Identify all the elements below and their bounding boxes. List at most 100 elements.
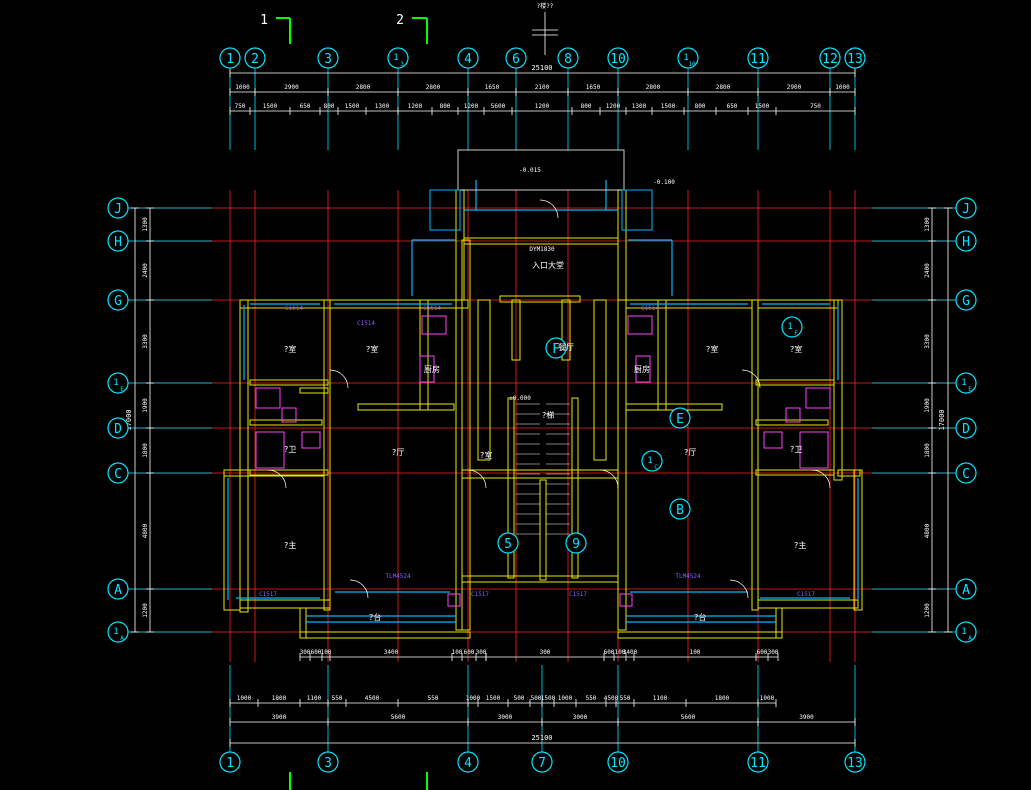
wall-segment bbox=[657, 299, 667, 411]
axis-bubble-top-circle bbox=[387, 47, 409, 69]
left-dim-text: 1300 bbox=[142, 217, 149, 232]
wall-segment bbox=[617, 299, 627, 631]
bottom-dim-row1-text: 1800 bbox=[272, 695, 287, 702]
wall-segment bbox=[539, 479, 547, 581]
bottom-dim-row1-text: 500 bbox=[514, 695, 525, 702]
axis-bubble-bottom-label: 4 bbox=[464, 756, 472, 771]
top-dim-row2-text: 5600 bbox=[491, 103, 506, 110]
axis-bubble-plan-circle bbox=[641, 450, 663, 472]
room-label: ?室 bbox=[706, 344, 719, 354]
bottom-dim-row3-left-text: 3400 bbox=[384, 649, 399, 656]
bottom-dim-row1-text: 1500 bbox=[541, 695, 556, 702]
door-swing bbox=[811, 469, 831, 489]
bottom-dim-row3-left-text: 600 bbox=[464, 649, 475, 656]
axis-bubble-left-label: 1 bbox=[113, 378, 118, 388]
top-dim-row2-text: 1300 bbox=[632, 103, 647, 110]
door-swing bbox=[599, 469, 619, 489]
top-dim-row1-text: 2100 bbox=[535, 84, 550, 91]
axis-bubble-plan-sub: F bbox=[794, 330, 798, 337]
bottom-dim-row3-left-text: 300 bbox=[476, 649, 487, 656]
right-dim-text: 1300 bbox=[924, 217, 931, 232]
wall-segment bbox=[477, 299, 491, 461]
axis-bubble-right-circle bbox=[955, 462, 977, 484]
wall-segment bbox=[837, 469, 861, 477]
axis-bubble-right-label: A bbox=[962, 583, 970, 598]
top-dim-row1-text: 2900 bbox=[787, 84, 802, 91]
room-label: 餐厅 bbox=[558, 343, 574, 352]
wall-segment bbox=[571, 397, 579, 579]
door-swing bbox=[467, 469, 487, 489]
bottom-dim-row2-text: 3900 bbox=[799, 714, 814, 721]
bottom-dim-row3-left-text: 600 bbox=[311, 649, 322, 656]
top-dim-row1-text: 2800 bbox=[356, 84, 371, 91]
bottom-dim-row1-text: 4500 bbox=[604, 695, 619, 702]
top-dim-row2-text: 800 bbox=[324, 103, 335, 110]
axis-bubble-right-circle bbox=[955, 372, 977, 394]
axis-bubble-left-circle bbox=[107, 289, 129, 311]
plumbing-fixture bbox=[785, 407, 801, 423]
wall-segment bbox=[755, 379, 835, 386]
axis-bubble-top-circle bbox=[244, 47, 266, 69]
axis-bubble-top-circle bbox=[677, 47, 699, 69]
room-label: ?台 bbox=[369, 612, 382, 622]
axis-bubble-top-label: 2 bbox=[251, 52, 259, 67]
bottom-dim-row1-text: 1100 bbox=[653, 695, 668, 702]
wall-segment bbox=[507, 397, 515, 579]
room-label: ?梯 bbox=[542, 410, 555, 420]
axis-bubble-left-label: A bbox=[114, 583, 122, 598]
axis-bubble-top-sub: 10 bbox=[688, 61, 696, 68]
axis-bubble-right-circle bbox=[955, 197, 977, 219]
axis-bubble-left-circle bbox=[107, 417, 129, 439]
plumbing-fixture bbox=[763, 431, 783, 449]
top-dim-row1-text: 2900 bbox=[284, 84, 299, 91]
top-dim-row2-text: 750 bbox=[235, 103, 246, 110]
wall-segment bbox=[755, 469, 835, 476]
axis-bubble-top-circle bbox=[844, 47, 866, 69]
bottom-dim-row2-text: 5600 bbox=[681, 714, 696, 721]
axis-bubble-top-circle bbox=[607, 47, 629, 69]
bottom-dim-row3-left-text: 300 bbox=[300, 649, 311, 656]
axis-bubble-bottom-label: 13 bbox=[847, 756, 863, 771]
axis-bubble-left-label: J bbox=[114, 202, 122, 217]
wall-segment bbox=[755, 419, 829, 426]
bottom-dim-row1-text: 1000 bbox=[466, 695, 481, 702]
door-swing bbox=[349, 579, 369, 599]
left-dim-text: 1800 bbox=[142, 443, 149, 458]
room-label: ?卫 bbox=[790, 445, 803, 454]
axis-bubble-bottom-label: 1 bbox=[226, 756, 234, 771]
axis-bubble-plan-label: 1 bbox=[647, 456, 652, 466]
axis-bubble-plan-label: F bbox=[552, 342, 560, 357]
plumbing-fixture bbox=[805, 387, 831, 409]
axis-bubble-bottom-circle bbox=[607, 751, 629, 773]
axis-bubble-top-circle bbox=[505, 47, 527, 69]
bottom-dim-row1-text: 1800 bbox=[715, 695, 730, 702]
right-dim-text: 2400 bbox=[924, 263, 931, 278]
bottom-dim-row1-text: 1100 bbox=[307, 695, 322, 702]
top-dim-row2-text: 650 bbox=[727, 103, 738, 110]
bottom-dim-row1-text: 550 bbox=[332, 695, 343, 702]
axis-bubble-right-circle bbox=[955, 621, 977, 643]
section-mark-1-label: 1 bbox=[260, 13, 268, 28]
entrance-side-right bbox=[621, 189, 653, 231]
axis-bubble-top-label: 11 bbox=[750, 52, 766, 67]
axis-bubble-right-circle bbox=[955, 289, 977, 311]
top-dim-row1-text: 2800 bbox=[716, 84, 731, 91]
bottom-dim-row1-text: 1000 bbox=[760, 695, 775, 702]
axis-bubble-bottom-label: 11 bbox=[750, 756, 766, 771]
wall-segment bbox=[299, 387, 329, 394]
plumbing-fixture bbox=[281, 407, 297, 423]
bottom-dim-row1-text: 1000 bbox=[558, 695, 573, 702]
axis-bubble-left-label: C bbox=[114, 467, 122, 482]
axis-bubble-top-circle bbox=[317, 47, 339, 69]
element-tag: DYM1830 bbox=[529, 246, 555, 253]
room-label: ?台 bbox=[694, 612, 707, 622]
entrance-side-left bbox=[429, 189, 461, 231]
left-dim-text: 3300 bbox=[142, 334, 149, 349]
bottom-total-text: 25100 bbox=[531, 734, 552, 742]
top-dim-row2-text: 800 bbox=[695, 103, 706, 110]
bottom-dim-row3-left-text: 100 bbox=[452, 649, 463, 656]
bottom-dim-row1-text: 550 bbox=[428, 695, 439, 702]
